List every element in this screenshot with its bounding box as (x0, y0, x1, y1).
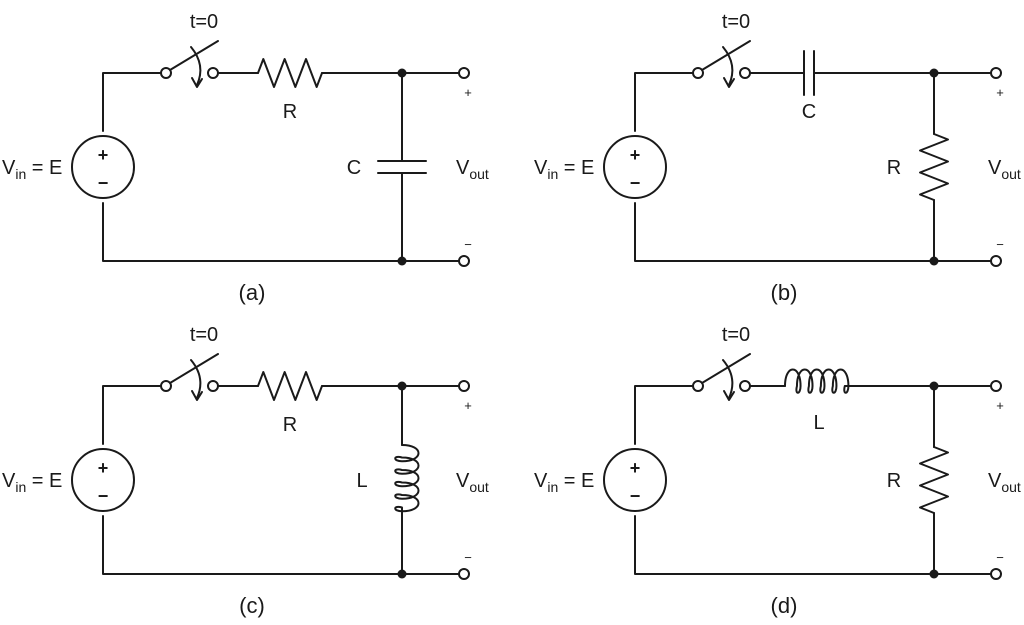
junction-dot (929, 68, 939, 78)
source-plus-sign: + (630, 145, 641, 165)
source-minus-sign: − (630, 173, 641, 193)
source-plus-sign: + (630, 458, 641, 478)
circuit-caption: (b) (771, 280, 798, 305)
shunt-capacitor (377, 72, 427, 262)
voltage-source: +− (71, 135, 135, 199)
junction-dot (397, 68, 407, 78)
output-terminal-bottom (458, 255, 470, 267)
switch (160, 353, 219, 401)
source-plus-sign: + (98, 145, 109, 165)
series-capacitor (749, 50, 935, 96)
switch-label: t=0 (190, 11, 218, 33)
circuit-d: +−Vin = Et=0LR+−Vout(d) (534, 324, 1021, 618)
output-plus-sign: + (996, 85, 1004, 100)
junction-dot (929, 256, 939, 266)
shunt-element-label: R (887, 157, 901, 179)
series-element-label: R (283, 414, 297, 436)
circuit-a: +−Vin = Et=0RC+−Vout(a) (2, 11, 489, 305)
output-plus-sign: + (996, 398, 1004, 413)
series-element-label: L (813, 412, 824, 434)
source-minus-sign: − (98, 486, 109, 506)
source-minus-sign: − (98, 173, 109, 193)
output-terminal-top (990, 67, 1002, 79)
junction-dot (397, 256, 407, 266)
series-element-label: C (802, 101, 816, 123)
series-resistor (217, 371, 403, 401)
source-label: Vin = E (2, 470, 62, 495)
output-plus-sign: + (464, 85, 472, 100)
circuit-caption: (a) (239, 280, 266, 305)
source-label: Vin = E (534, 470, 594, 495)
shunt-resistor (919, 385, 949, 575)
series-element-label: R (283, 101, 297, 123)
output-label: Vout (456, 157, 489, 182)
switch (692, 40, 751, 88)
output-minus-sign: − (996, 550, 1004, 565)
source-plus-sign: + (98, 458, 109, 478)
source-label: Vin = E (534, 157, 594, 182)
output-label: Vout (988, 157, 1021, 182)
voltage-source: +− (603, 135, 667, 199)
circuit-b: +−Vin = Et=0CR+−Vout(b) (534, 11, 1021, 305)
junction-dot (929, 381, 939, 391)
junction-dot (397, 381, 407, 391)
junction-dot (397, 569, 407, 579)
source-minus-sign: − (630, 486, 641, 506)
output-minus-sign: − (464, 237, 472, 252)
source-label: Vin = E (2, 157, 62, 182)
switch (160, 40, 219, 88)
junction-dot (929, 569, 939, 579)
output-terminal-bottom (458, 568, 470, 580)
switch-label: t=0 (722, 11, 750, 33)
shunt-element-label: L (356, 470, 367, 492)
output-terminal-top (458, 67, 470, 79)
series-inductor (749, 368, 935, 394)
output-minus-sign: − (996, 237, 1004, 252)
voltage-source: +− (71, 448, 135, 512)
circuit-c: +−Vin = Et=0RL+−Vout(c) (2, 324, 489, 618)
circuit-caption: (c) (239, 593, 265, 618)
voltage-source: +− (603, 448, 667, 512)
output-terminal-top (458, 380, 470, 392)
output-label: Vout (456, 470, 489, 495)
series-resistor (217, 58, 403, 88)
shunt-inductor (394, 385, 420, 575)
switch-label: t=0 (190, 324, 218, 346)
output-minus-sign: − (464, 550, 472, 565)
output-label: Vout (988, 470, 1021, 495)
circuit-caption: (d) (771, 593, 798, 618)
shunt-resistor (919, 72, 949, 262)
output-terminal-bottom (990, 255, 1002, 267)
switch (692, 353, 751, 401)
output-terminal-bottom (990, 568, 1002, 580)
output-plus-sign: + (464, 398, 472, 413)
switch-label: t=0 (722, 324, 750, 346)
output-terminal-top (990, 380, 1002, 392)
shunt-element-label: C (347, 157, 361, 179)
shunt-element-label: R (887, 470, 901, 492)
